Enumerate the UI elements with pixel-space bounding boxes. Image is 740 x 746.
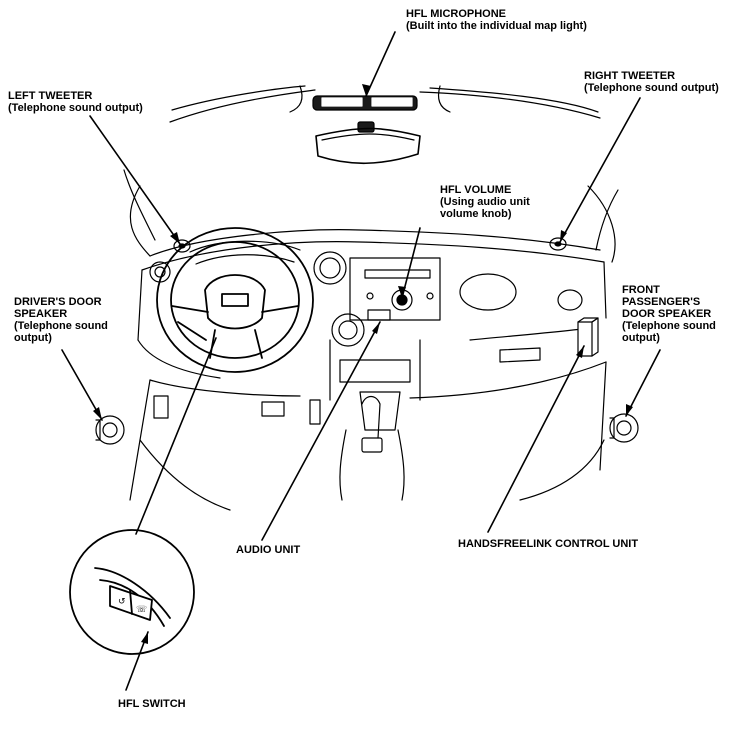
label-drivers-door-speaker-line-1: DRIVER'S DOOR xyxy=(14,296,102,308)
svg-text:↺: ↺ xyxy=(118,597,126,607)
shifter-console xyxy=(339,395,405,501)
map-light xyxy=(312,95,418,111)
label-front-passenger-line-4: (Telephone sound xyxy=(622,320,716,332)
pedals xyxy=(153,395,321,425)
passenger-door-speaker-graphic xyxy=(609,413,639,443)
floor-lines xyxy=(129,361,607,511)
label-hfl-switch-text: HFL SWITCH xyxy=(118,698,186,710)
label-front-passenger-line-5: output) xyxy=(622,332,660,344)
hfl-control-unit-box xyxy=(577,317,599,357)
center-stack xyxy=(329,257,441,431)
leader-lines xyxy=(61,31,661,691)
label-audio-unit: AUDIO UNIT xyxy=(236,544,300,556)
label-hfl-microphone-note: (Built into the individual map light) xyxy=(406,20,587,32)
dashboard-outline xyxy=(137,229,607,399)
rearview-mirror xyxy=(315,121,421,165)
hfl-switch-inset: ↺ ☏ xyxy=(69,529,195,655)
label-front-passenger-line-2: PASSENGER'S xyxy=(622,296,701,308)
label-hfl-microphone-title: HFL MICROPHONE xyxy=(406,8,507,20)
label-right-tweeter-note: (Telephone sound output) xyxy=(584,82,719,94)
label-audio-unit-text: AUDIO UNIT xyxy=(236,544,301,556)
label-hfl-volume: HFL VOLUME (Using audio unit volume knob… xyxy=(440,184,530,220)
label-left-tweeter-note: (Telephone sound output) xyxy=(8,102,143,114)
drivers-door-speaker-graphic xyxy=(95,415,125,445)
glove-box xyxy=(469,327,591,363)
label-front-passenger-line-1: FRONT xyxy=(622,284,660,296)
label-handsfreelink-control-unit: HANDSFREELINK CONTROL UNIT xyxy=(458,538,638,550)
label-drivers-door-speaker-line-3: (Telephone sound xyxy=(14,320,108,332)
label-drivers-door-speaker-line-2: SPEAKER xyxy=(14,308,68,320)
label-front-passengers-door-speaker: FRONT PASSENGER'S DOOR SPEAKER (Telephon… xyxy=(622,284,716,344)
label-front-passenger-line-3: DOOR SPEAKER xyxy=(622,308,712,320)
windshield-header xyxy=(169,85,601,123)
label-hfl-volume-title: HFL VOLUME xyxy=(440,184,512,196)
svg-text:☏: ☏ xyxy=(136,605,147,615)
label-left-tweeter-title: LEFT TWEETER xyxy=(8,90,93,102)
label-right-tweeter-title: RIGHT TWEETER xyxy=(584,70,676,82)
right-tweeter-graphic xyxy=(549,237,567,251)
label-hfl-volume-note-1: (Using audio unit xyxy=(440,196,530,208)
label-hfl-microphone: HFL MICROPHONE (Built into the individua… xyxy=(406,8,587,32)
label-hfl-switch: HFL SWITCH xyxy=(118,698,186,710)
label-left-tweeter: LEFT TWEETER (Telephone sound output) xyxy=(8,90,143,114)
label-drivers-door-speaker: DRIVER'S DOOR SPEAKER (Telephone sound o… xyxy=(14,296,108,344)
label-handsfreelink-control-unit-text: HANDSFREELINK CONTROL UNIT xyxy=(458,538,639,550)
instrument-cluster xyxy=(189,240,301,265)
leader-arrowheads xyxy=(93,84,633,644)
a-pillars xyxy=(123,169,619,263)
label-drivers-door-speaker-line-4: output) xyxy=(14,332,52,344)
label-hfl-volume-note-2: volume knob) xyxy=(440,208,512,220)
left-tweeter-graphic xyxy=(173,239,191,253)
label-right-tweeter: RIGHT TWEETER (Telephone sound output) xyxy=(584,70,719,94)
steering-wheel xyxy=(156,227,314,373)
